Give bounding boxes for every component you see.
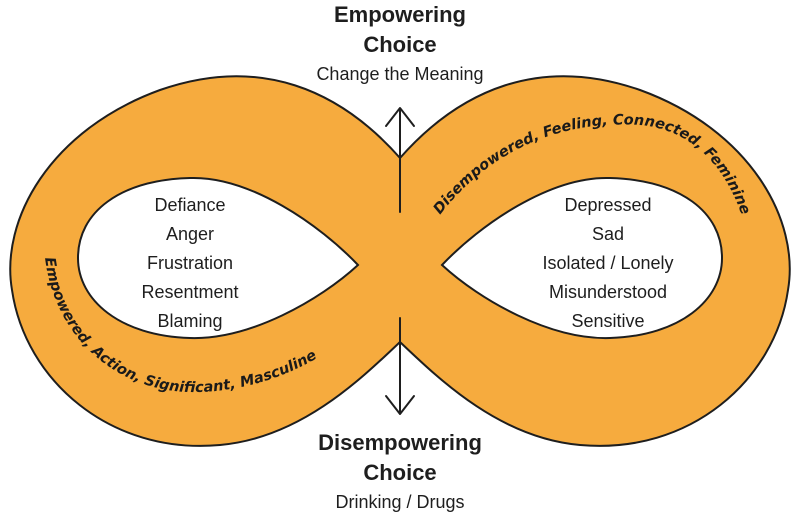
right-emotion-item: Misunderstood xyxy=(549,282,667,302)
left-emotion-item: Blaming xyxy=(157,311,222,331)
left-emotion-item: Anger xyxy=(166,224,214,244)
left-emotion-item: Defiance xyxy=(154,195,225,215)
top-subtitle: Change the Meaning xyxy=(316,64,483,84)
top-title-line2: Choice xyxy=(363,32,436,57)
bottom-subtitle: Drinking / Drugs xyxy=(335,492,464,512)
right-emotion-item: Isolated / Lonely xyxy=(542,253,673,273)
left-emotion-item: Frustration xyxy=(147,253,233,273)
right-emotion-item: Depressed xyxy=(564,195,651,215)
right-emotion-item: Sensitive xyxy=(571,311,644,331)
up-arrow-icon xyxy=(385,107,415,213)
left-emotion-list: Defiance Anger Frustration Resentment Bl… xyxy=(141,195,238,331)
right-emotion-list: Depressed Sad Isolated / Lonely Misunder… xyxy=(542,195,673,331)
down-arrow-icon xyxy=(385,317,415,415)
right-emotion-item: Sad xyxy=(592,224,624,244)
left-emotion-item: Resentment xyxy=(141,282,238,302)
bottom-title-line1: Disempowering xyxy=(318,430,482,455)
top-title-line1: Empowering xyxy=(334,2,466,27)
bottom-title-line2: Choice xyxy=(363,460,436,485)
